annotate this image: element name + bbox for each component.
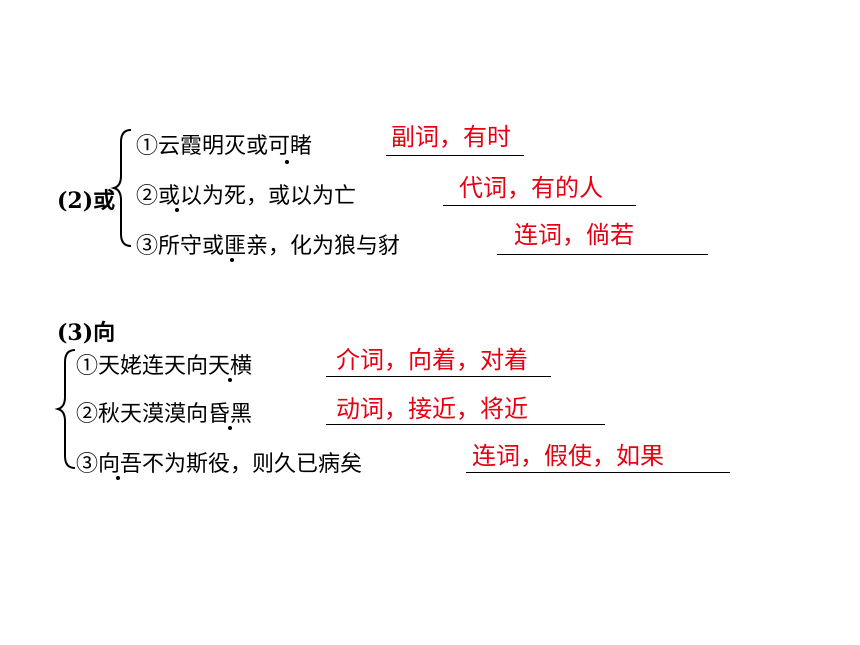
group-3-item-1: ①天姥连天向天横 [76, 354, 253, 379]
emphasis-dot [175, 208, 179, 212]
group-3-item-2: ②秋天漠漠向昏黑 [76, 402, 253, 427]
group-3-label: (3)向 [57, 320, 116, 346]
answer-blank-line [326, 424, 605, 425]
answer-blank-line [386, 155, 524, 156]
group-3-answer-3: 连词，假使，如果 [472, 442, 664, 470]
group-2-brace [110, 129, 132, 247]
group-3-item-3: ③向吾不为斯役，则久已病矣 [76, 452, 363, 477]
group-2-answer-3: 连词，倘若 [514, 221, 634, 249]
answer-blank-line [497, 254, 708, 255]
group-2-answer-1: 副词，有时 [391, 123, 511, 151]
group-2-label: (2)或 [57, 188, 116, 214]
answer-blank-line [443, 205, 636, 206]
emphasis-dot [285, 160, 289, 164]
emphasis-dot [230, 258, 234, 262]
group-2-answer-2: 代词，有的人 [459, 174, 603, 202]
group-3-answer-1: 介词，向着，对着 [336, 346, 528, 374]
group-2-item-3: ③所守或匪亲，化为狼与豺 [136, 234, 401, 259]
group-2-item-1: ①云霞明灭或可睹 [136, 134, 313, 159]
group-2-item-2: ②或以为死，或以为亡 [136, 184, 357, 209]
emphasis-dot [228, 378, 232, 382]
group-3-brace [54, 349, 76, 469]
answer-blank-line [466, 472, 730, 473]
group-3-answer-2: 动词，接近，将近 [336, 395, 528, 423]
answer-blank-line [326, 376, 551, 377]
emphasis-dot [116, 476, 120, 480]
emphasis-dot [228, 426, 232, 430]
